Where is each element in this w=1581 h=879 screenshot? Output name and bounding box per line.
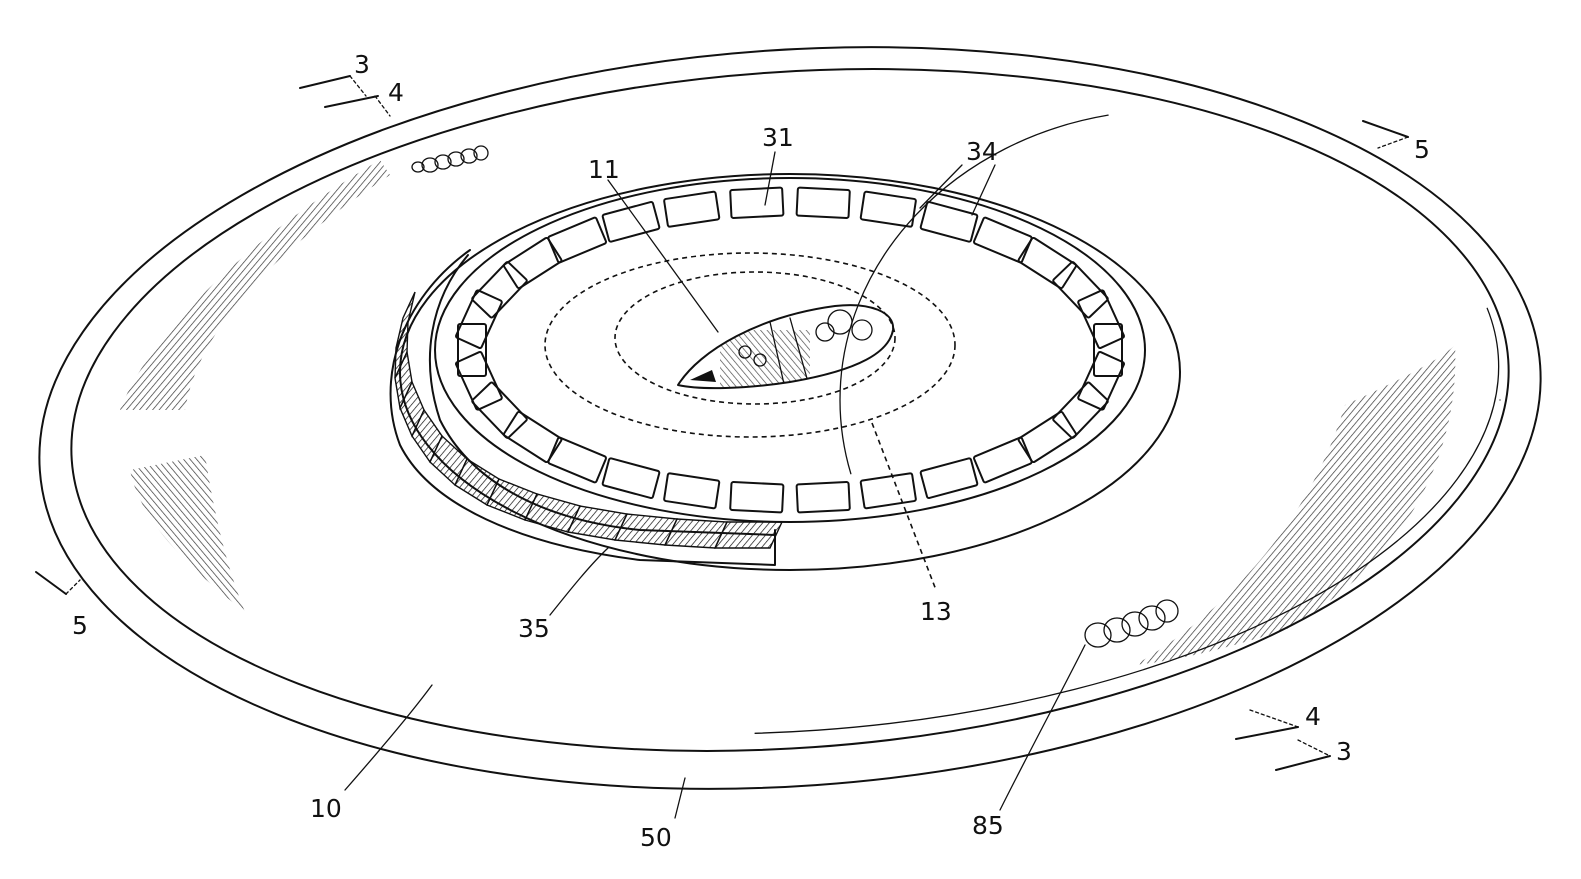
rim-groove <box>90 75 1500 735</box>
dashed-ring-inner <box>614 271 896 405</box>
saucer-hull <box>38 46 1542 790</box>
louver-port <box>973 216 1033 264</box>
marker-4-top: 4 <box>388 78 404 107</box>
leader-85 <box>999 644 1086 811</box>
louver-port <box>1077 289 1125 350</box>
louver-ports <box>455 186 1125 514</box>
shade-right <box>1135 345 1456 665</box>
leader-35 <box>549 547 609 616</box>
side-vents <box>394 291 784 549</box>
leader-34b <box>971 164 996 216</box>
louver-port <box>919 200 979 243</box>
louver-port <box>1052 381 1109 439</box>
louver-port <box>859 190 917 228</box>
side-vent-panel <box>713 521 784 549</box>
louver-port <box>503 236 563 290</box>
label-85: 85 <box>972 811 1004 840</box>
cockpit-outline <box>677 304 895 390</box>
louver-port <box>547 216 607 264</box>
cockpit-canopy <box>677 304 895 390</box>
label-35: 35 <box>518 614 550 643</box>
louver-port <box>1017 236 1077 290</box>
light-cluster-upper <box>411 145 489 173</box>
louver-port <box>457 323 487 377</box>
section-markers <box>35 75 1409 771</box>
marker-5-left: 5 <box>72 611 88 640</box>
leader-31 <box>764 151 776 206</box>
center-axis-line <box>871 422 937 591</box>
cockpit-interior <box>690 309 873 389</box>
outer-rim-edge <box>38 46 1542 790</box>
louver-port <box>547 436 607 484</box>
marker-5-right: 5 <box>1414 135 1430 164</box>
louver-port <box>471 261 528 319</box>
leader-50 <box>674 777 686 819</box>
marker-3-bottom: 3 <box>1336 737 1352 766</box>
louver-port <box>503 410 563 464</box>
louver-port <box>859 472 917 510</box>
label-13: 13 <box>920 597 952 626</box>
louver-port <box>729 186 785 219</box>
louver-port <box>663 472 721 510</box>
louver-port <box>1077 350 1125 411</box>
louver-port <box>601 200 661 243</box>
louver-port <box>795 481 851 514</box>
louver-port <box>729 481 785 514</box>
dome-louver-band <box>434 177 1146 523</box>
leader-34a <box>919 164 963 209</box>
label-31: 31 <box>762 123 794 152</box>
leader-lines <box>344 151 1086 819</box>
label-11: 11 <box>588 155 620 184</box>
inner-rim-edge <box>70 68 1510 752</box>
reference-labels: 11 31 34 35 13 10 50 85 3 4 5 5 4 3 <box>72 50 1430 852</box>
louver-port <box>455 289 503 350</box>
leader-10 <box>344 684 433 791</box>
louver-port <box>919 457 979 500</box>
light-cluster-lower <box>1084 599 1179 648</box>
hull-shading <box>120 160 1456 665</box>
label-50: 50 <box>640 823 672 852</box>
leader-11 <box>607 179 719 333</box>
hull-seam <box>839 109 1501 691</box>
louver-port <box>795 186 851 219</box>
louver-port <box>663 190 721 228</box>
dashed-ring-outer <box>544 252 956 438</box>
louver-port <box>1052 261 1109 319</box>
louver-port <box>455 350 503 411</box>
side-vent-band <box>389 249 776 566</box>
louver-port <box>1093 323 1123 377</box>
louver-port <box>973 436 1033 484</box>
shade-lower-left <box>130 455 245 612</box>
label-34: 34 <box>966 137 998 166</box>
louver-port <box>471 381 528 439</box>
louver-port <box>1017 410 1077 464</box>
label-10: 10 <box>310 794 342 823</box>
louver-port <box>601 457 661 500</box>
marker-3-top: 3 <box>354 50 370 79</box>
marker-4-bottom: 4 <box>1305 702 1321 731</box>
shade-upper-left <box>120 160 390 410</box>
